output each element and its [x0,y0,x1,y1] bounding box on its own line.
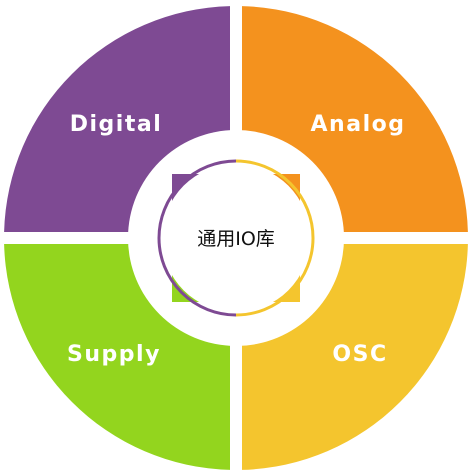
label-digital: Digital [70,112,163,137]
center-label: 通用IO库 [197,228,275,250]
center-circle [162,164,310,312]
label-supply: Supply [67,342,161,367]
center-accent-osc [272,274,300,302]
center-accent-supply [172,274,200,302]
center-accent-analog [272,174,300,202]
center-accent-digital [172,174,200,202]
label-osc: OSC [332,342,387,367]
label-analog: Analog [311,112,406,137]
center-ring-left [157,159,237,317]
center-ring-right [235,159,315,317]
